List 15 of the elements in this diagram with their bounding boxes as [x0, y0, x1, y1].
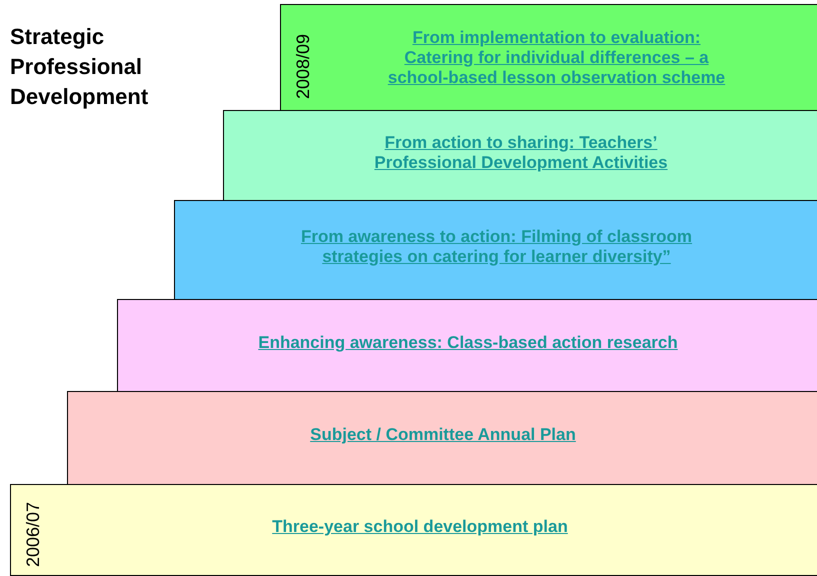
step-text: From action to sharing: Teachers’ Professional Development Activities — [373, 132, 669, 172]
step-text: From implementation to evaluation: Catering for individual differences – a school-based lesson observation scheme — [386, 28, 726, 88]
diagram-title: Strategic Professional Development — [10, 23, 150, 111]
step-text: Three-year school development plan — [271, 517, 569, 537]
step-box — [174, 200, 817, 300]
step-box — [117, 299, 817, 392]
step-text: Enhancing awareness: Class-based action research — [257, 332, 679, 352]
step-text: Subject / Committee Annual Plan — [309, 425, 577, 445]
year-label: 2008/09 — [293, 34, 314, 99]
year-label: 2006/07 — [23, 502, 44, 567]
step-text: From awareness to action: Filming of classroom strategies on catering for learner diversity” — [300, 227, 694, 267]
step-box — [280, 4, 817, 111]
step-box — [223, 110, 817, 201]
step-box — [10, 484, 817, 576]
step-box — [67, 391, 817, 485]
